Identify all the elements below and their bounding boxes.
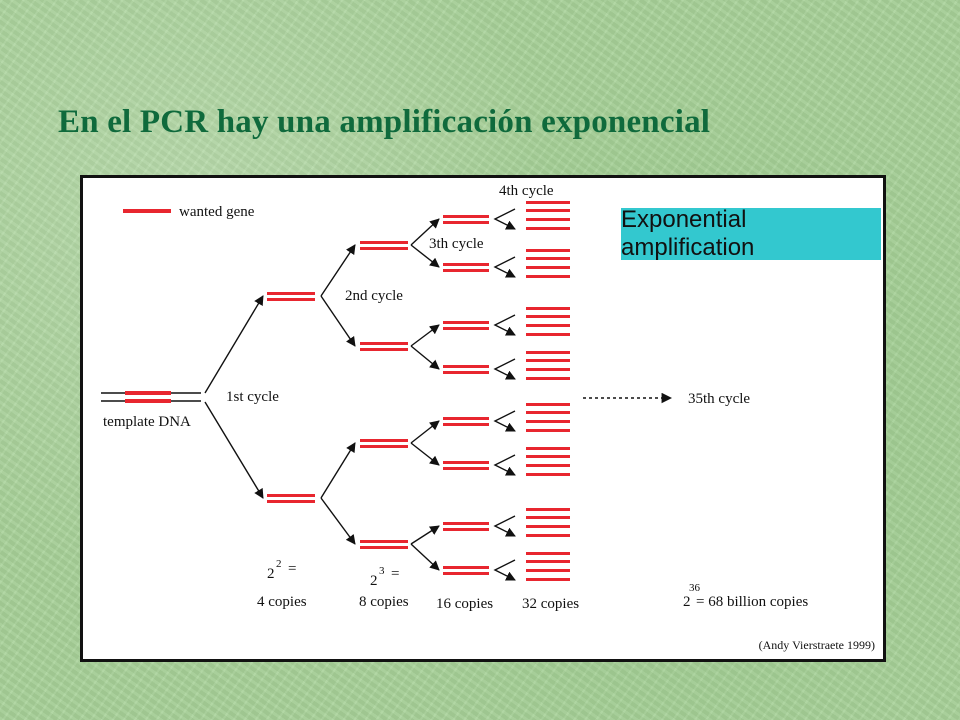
cycle2-copy <box>360 342 408 351</box>
cycle2-copy <box>360 540 408 549</box>
cycle3-copy <box>443 263 489 272</box>
arrow-c2-to-c3 <box>410 525 440 545</box>
legend-gene-swatch <box>123 209 171 213</box>
count-copies-2: 8 copies <box>359 594 409 610</box>
cycle1-copy <box>267 494 315 503</box>
legend-label: wanted gene <box>179 204 255 220</box>
cycle2-copy <box>360 439 408 448</box>
cycle-label-3: 3th cycle <box>429 236 484 252</box>
arrow-c2-to-c3 <box>410 543 440 571</box>
cycle-label-4: 4th cycle <box>499 183 554 199</box>
branch-bracket <box>493 314 516 336</box>
cycle1-copy <box>267 292 315 301</box>
arrow-c2-to-c3 <box>410 345 440 370</box>
final-count-exp: 36 <box>689 582 701 594</box>
branch-bracket <box>493 515 516 537</box>
branch-bracket <box>493 559 516 581</box>
arrow-template-to-c1 <box>204 295 264 394</box>
dna-copies <box>267 215 489 575</box>
count-eq-1: = <box>288 561 296 577</box>
branch-bracket <box>493 358 516 380</box>
arrow-c1-to-c2 <box>320 295 356 347</box>
cycle-label-2: 2nd cycle <box>345 288 403 304</box>
final-count-text: = 68 billion copies <box>696 594 808 610</box>
cycle3-copy <box>443 522 489 531</box>
arrow-c2-to-c3 <box>410 244 440 268</box>
count-copies-1: 4 copies <box>257 594 307 610</box>
cycle4-stack <box>526 447 570 476</box>
count-exp-1: 2 <box>276 558 282 570</box>
final-cycle-label: 35th cycle <box>688 391 750 407</box>
arrow-c2-to-c3 <box>410 442 440 466</box>
cycle3-copy <box>443 566 489 575</box>
cycle-label-1: 1st cycle <box>226 389 279 405</box>
credit: (Andy Vierstraete 1999) <box>758 638 875 652</box>
cycle3-copy <box>443 461 489 470</box>
count-copies-3: 16 copies <box>436 596 493 612</box>
cycle3-copy <box>443 365 489 374</box>
cycle3-copy <box>443 215 489 224</box>
arrow-c2-to-c3 <box>410 218 440 246</box>
fourth-cycle-stacks <box>526 201 570 581</box>
cycle4-stack <box>526 403 570 432</box>
count-eq-2: = <box>391 566 399 582</box>
branch-bracket <box>493 208 516 230</box>
cycle2-copy <box>360 241 408 250</box>
count-copies-4: 32 copies <box>522 596 579 612</box>
branch-bracket <box>493 410 516 432</box>
cycle4-stack <box>526 508 570 537</box>
branch-arrows <box>204 218 440 571</box>
arrow-c1-to-c2 <box>320 244 356 297</box>
cycle4-stack <box>526 552 570 581</box>
cycle3-copy <box>443 417 489 426</box>
cycle4-stack <box>526 201 570 230</box>
count-exp-2: 3 <box>379 565 385 577</box>
exponential-banner: Exponential amplification <box>621 206 881 261</box>
pcr-tree: wanted gene template DNA 1st cycle 2nd c… <box>101 183 808 612</box>
branch-bracket <box>493 454 516 476</box>
arrow-c1-to-c2 <box>320 497 356 545</box>
cycle4-stack <box>526 249 570 278</box>
count-base-1: 2 <box>267 566 275 582</box>
arrow-template-to-c1 <box>204 401 264 499</box>
template-label: template DNA <box>103 414 191 430</box>
cycle-brackets <box>493 208 516 581</box>
branch-bracket <box>493 256 516 278</box>
template-dna <box>101 391 201 403</box>
arrow-c2-to-c3 <box>410 420 440 444</box>
final-count-base: 2 <box>683 594 691 610</box>
cycle3-copy <box>443 321 489 330</box>
arrow-c1-to-c2 <box>320 442 356 499</box>
pcr-diagram: wanted gene template DNA 1st cycle 2nd c… <box>80 175 886 662</box>
slide-title: En el PCR hay una amplificación exponenc… <box>58 104 711 140</box>
arrow-c2-to-c3 <box>410 324 440 347</box>
cycle4-stack <box>526 307 570 336</box>
cycle4-stack <box>526 351 570 380</box>
count-base-2: 2 <box>370 573 378 589</box>
